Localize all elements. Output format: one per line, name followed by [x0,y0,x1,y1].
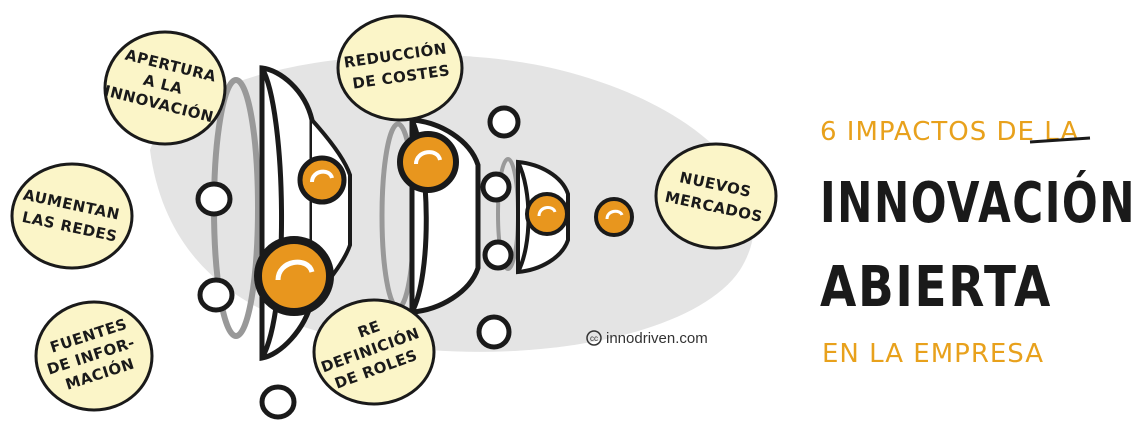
orange-coin [397,131,459,193]
title-line2: INNOVACIÓN [820,171,1136,236]
orange-coin [525,192,569,236]
title-block: 6 IMPACTOS DE LA INNOVACIÓN ABIERTA EN L… [820,117,1136,369]
bubble-redefinicion: RE DEFINICIÓN DE ROLES [312,298,436,406]
white-circle [476,314,512,350]
bubble-nuevos: NUEVOS MERCADOS [654,142,778,250]
bubble-reduccion: REDUCCIÓN DE COSTES [336,14,464,122]
credit-text[interactable]: innodriven.com [606,330,708,347]
white-circle [197,277,235,313]
cc-icon [586,330,602,346]
credit: cc innodriven.com [586,330,708,347]
white-circle [480,171,512,203]
white-circle [487,105,521,139]
cc-icon-glyph: cc [590,334,598,343]
orange-coin [297,155,347,205]
svg-text:FUENTES DE INFOR-: FUENTES DE INFOR- MACIÓN [39,312,149,397]
white-circle [482,239,514,271]
bubble-fuentes: FUENTES DE INFOR- MACIÓN [34,300,154,412]
idea-circles [195,105,521,420]
bubble-aumentan: AUMENTAN LAS REDES [10,162,134,270]
orange-coin [254,236,334,316]
title-line4: EN LA EMPRESA [822,339,1044,369]
title-line3: ABIERTA [820,255,1052,320]
white-circle [195,181,233,217]
orange-coins [254,131,634,316]
bubble-apertura: APERTURA A LA INNOVACIÓN [102,30,227,146]
white-circle [259,384,297,420]
title-underline [1029,136,1091,144]
orange-coin [594,197,634,237]
